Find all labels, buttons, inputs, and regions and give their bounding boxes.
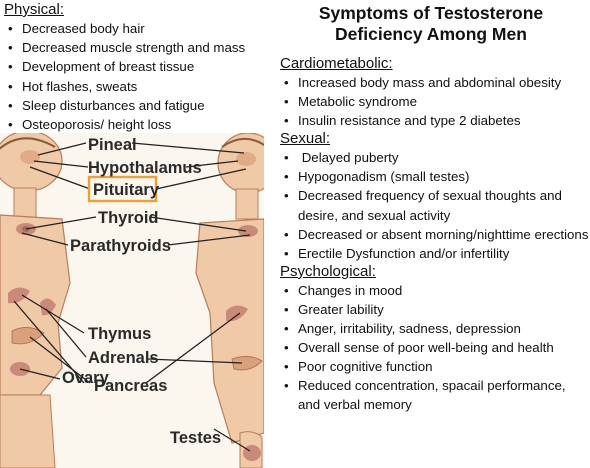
- list-item: Greater lability: [280, 300, 590, 319]
- physical-section: Physical: Decreased body hair Decreased …: [4, 1, 272, 134]
- title-line-1: Symptoms of Testosterone: [318, 3, 544, 23]
- endocrine-diagram-svg: Pineal Hypothalamus Pituitary Thyroid Pa…: [0, 133, 264, 468]
- label-pancreas: Pancreas: [94, 377, 167, 395]
- list-item: Hypogonadism (small testes): [280, 167, 590, 186]
- page-title: Symptoms of Testosterone Deficiency Amon…: [272, 3, 590, 45]
- list-item: Delayed puberty: [280, 148, 590, 167]
- list-item: Overall sense of poor well-being and hea…: [280, 338, 590, 357]
- pituitary-highlight: [87, 175, 158, 203]
- sexual-list: Delayed puberty Hypogonadism (small test…: [280, 148, 590, 263]
- list-item: Reduced concentration, spacail performan…: [280, 376, 590, 414]
- list-item: Decreased body hair: [4, 19, 272, 38]
- label-thymus: Thymus: [88, 325, 151, 343]
- symptom-sections: Cardiometabolic: Increased body mass and…: [280, 55, 590, 415]
- physical-list: Decreased body hair Decreased muscle str…: [4, 19, 272, 134]
- right-column: Symptoms of Testosterone Deficiency Amon…: [272, 0, 590, 468]
- list-item: Decreased muscle strength and mass: [4, 38, 272, 57]
- label-testes: Testes: [170, 429, 221, 447]
- diagram-labels: Pineal Hypothalamus Pituitary Thyroid Pa…: [62, 136, 221, 447]
- pointer-lines: [13, 142, 251, 452]
- list-item: Insulin resistance and type 2 diabetes: [280, 111, 590, 130]
- list-item: Poor cognitive function: [280, 357, 590, 376]
- label-ovary: Ovary: [62, 369, 110, 387]
- list-item: Erectile Dysfunction and/or infertility: [280, 244, 590, 263]
- cardiometabolic-section: Cardiometabolic: Increased body mass and…: [280, 55, 590, 130]
- physical-heading: Physical:: [4, 1, 65, 18]
- cardiometabolic-list: Increased body mass and abdominal obesit…: [280, 73, 590, 130]
- psychological-section: Psychological: Changes in mood Greater l…: [280, 263, 590, 415]
- cardiometabolic-heading: Cardiometabolic:: [280, 55, 393, 72]
- psychological-heading: Psychological:: [280, 262, 376, 280]
- male-figure: [195, 133, 264, 468]
- left-column: Physical: Decreased body hair Decreased …: [0, 0, 272, 468]
- endocrine-diagram: Pineal Hypothalamus Pituitary Thyroid Pa…: [0, 133, 264, 468]
- psychological-list: Changes in mood Greater lability Anger, …: [280, 281, 590, 415]
- sexual-heading: Sexual:: [280, 130, 331, 148]
- label-pineal: Pineal: [88, 136, 137, 154]
- label-hypothalamus: Hypothalamus: [88, 159, 202, 177]
- list-item: Decreased or absent morning/nighttime er…: [280, 225, 590, 244]
- label-thyroid: Thyroid: [98, 209, 159, 227]
- list-item: Hot flashes, sweats: [4, 77, 272, 96]
- list-item: Osteoporosis/ height loss: [4, 115, 272, 134]
- label-adrenals: Adrenals: [88, 349, 159, 367]
- list-item: Metabolic syndrome: [280, 92, 590, 111]
- female-figure: [0, 133, 71, 468]
- list-item: Sleep disturbances and fatigue: [4, 96, 272, 115]
- list-item: Anger, irritability, sadness, depression: [280, 319, 590, 338]
- label-pituitary: Pituitary: [93, 181, 160, 199]
- list-item: Increased body mass and abdominal obesit…: [280, 73, 590, 92]
- list-item: Decreased frequency of sexual thoughts a…: [280, 186, 590, 224]
- sexual-section: Sexual: Delayed puberty Hypogonadism (sm…: [280, 130, 590, 263]
- list-item: Changes in mood: [280, 281, 590, 300]
- title-line-2: Deficiency Among Men: [335, 24, 527, 44]
- list-item: Development of breast tissue: [4, 57, 272, 76]
- label-parathyroids: Parathyroids: [70, 237, 171, 255]
